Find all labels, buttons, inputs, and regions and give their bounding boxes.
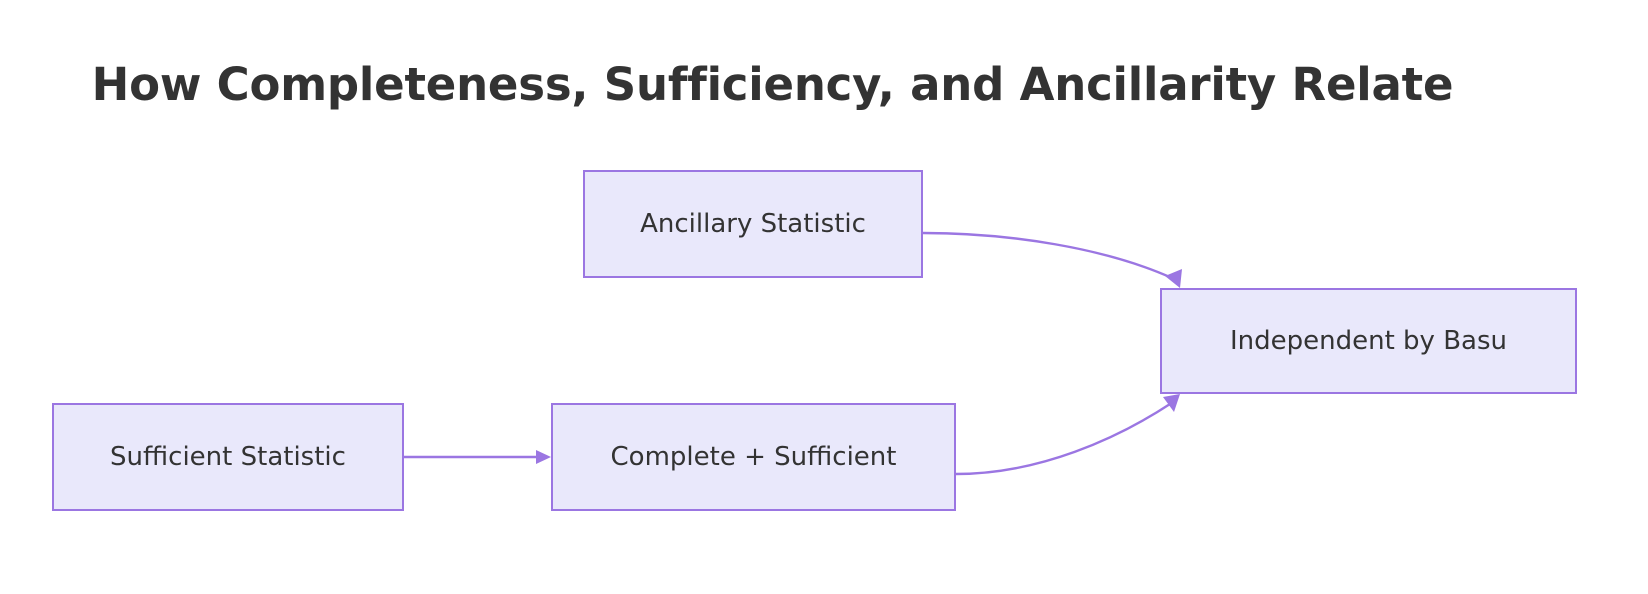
node-complete-plus-sufficient[interactable]: Complete + Sufficient: [551, 403, 956, 511]
node-independent-by-basu[interactable]: Independent by Basu: [1160, 288, 1577, 394]
edge-complete-to-independent: [955, 394, 1180, 476]
node-ancillary-statistic[interactable]: Ancillary Statistic: [583, 170, 923, 278]
node-sufficient-statistic[interactable]: Sufficient Statistic: [52, 403, 404, 511]
node-label: Ancillary Statistic: [640, 209, 866, 239]
node-label: Independent by Basu: [1229, 326, 1507, 356]
node-label: Sufficient Statistic: [110, 442, 346, 472]
page-title: How Completeness, Sufficiency, and Ancil…: [91, 58, 1454, 111]
edge-sufficient-to-complete: [404, 450, 551, 464]
node-label: Complete + Sufficient: [610, 442, 897, 472]
edge-ancillary-to-independent: [922, 231, 1182, 288]
